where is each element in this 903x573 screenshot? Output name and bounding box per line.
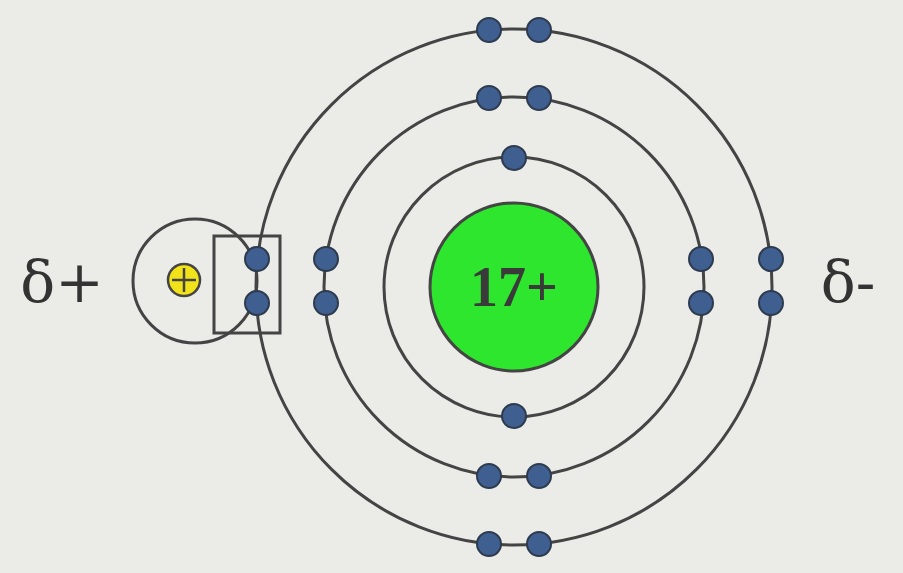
shell-ring xyxy=(384,157,644,417)
proton-symbol xyxy=(168,264,200,296)
electron xyxy=(759,247,783,271)
electron xyxy=(477,86,501,110)
nucleus-circle: 17+ xyxy=(428,201,600,373)
electron-shells xyxy=(256,29,772,545)
electron xyxy=(245,291,269,315)
shared-pair-bracket xyxy=(214,236,280,333)
electrons xyxy=(245,18,783,556)
electron xyxy=(245,247,269,271)
electron xyxy=(502,146,526,170)
electron xyxy=(689,247,713,271)
electron xyxy=(689,291,713,315)
hydrogen-atom xyxy=(133,219,257,343)
electron xyxy=(502,404,526,428)
electron xyxy=(477,464,501,488)
electron xyxy=(477,18,501,42)
electron xyxy=(527,532,551,556)
electron xyxy=(527,18,551,42)
electron xyxy=(477,532,501,556)
electron xyxy=(314,247,338,271)
shell-ring xyxy=(256,29,772,545)
nucleus-charge: 17+ xyxy=(470,259,558,315)
electron xyxy=(314,291,338,315)
nucleus-fill xyxy=(430,203,598,371)
plus-sign xyxy=(183,268,186,292)
electron xyxy=(527,86,551,110)
electron xyxy=(759,291,783,315)
partial-charge: δ- xyxy=(821,253,876,311)
hydrogen-shell xyxy=(133,219,257,343)
partial-charge: δ+ xyxy=(20,253,104,311)
electron xyxy=(527,464,551,488)
shell-ring xyxy=(324,97,704,477)
